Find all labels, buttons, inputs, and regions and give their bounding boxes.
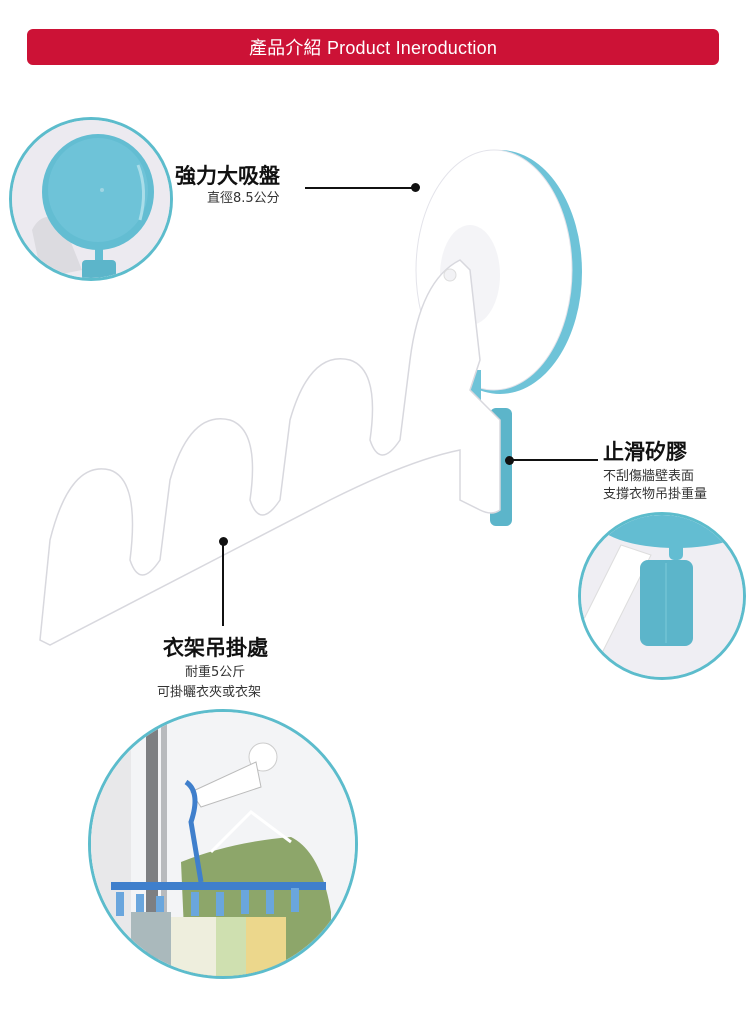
feature-desc-silicone-2: 支撐衣物吊掛重量 — [603, 487, 708, 502]
callout-dot-hooks — [219, 537, 228, 546]
callout-dot-silicone — [505, 456, 514, 465]
feature-title-suction-cup: 強力大吸盤 — [175, 164, 280, 188]
silicone-pad-detail-image — [578, 512, 746, 680]
product-intro-banner: 產品介紹 Product Ineroduction — [27, 29, 719, 65]
feature-desc-suction-cup: 直徑8.5公分 — [207, 191, 280, 206]
feature-desc-silicone-1: 不刮傷牆壁表面 — [603, 469, 695, 484]
callout-line-suction-cup — [305, 187, 415, 189]
suction-cup-detail-image — [9, 117, 173, 281]
usage-scene-image — [88, 709, 358, 979]
feature-title-hooks: 衣架吊掛處 — [163, 636, 268, 660]
suction-cup-illustration — [12, 120, 170, 278]
silicone-pad-illustration — [581, 515, 743, 677]
callout-line-silicone — [510, 459, 598, 461]
callout-line-hooks — [222, 542, 224, 626]
callout-dot-suction-cup — [411, 183, 420, 192]
feature-title-silicone: 止滑矽膠 — [603, 440, 687, 464]
wall-hook-product-image — [39, 149, 582, 646]
feature-desc-hooks-2: 可掛曬衣夾或衣架 — [157, 685, 262, 700]
feature-desc-hooks-1: 耐重5公斤 — [185, 665, 246, 680]
usage-scene-illustration — [91, 712, 355, 976]
